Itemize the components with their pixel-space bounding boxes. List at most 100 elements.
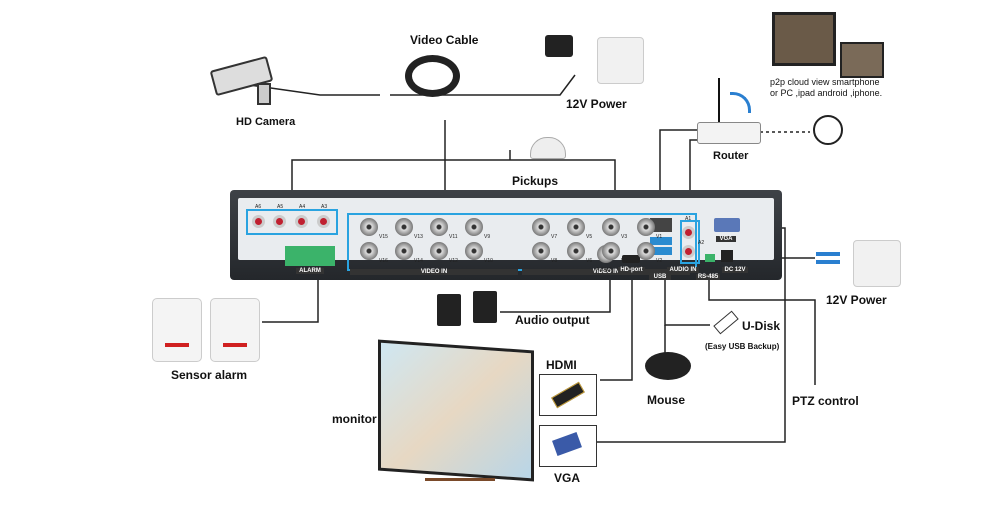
vga-port-label: VGA bbox=[716, 236, 736, 242]
cable-power-line bbox=[390, 74, 576, 96]
sensor-alarm-label: Sensor alarm bbox=[171, 368, 248, 382]
udisk-label: U-Disk bbox=[742, 319, 781, 333]
video-port-label: V4 bbox=[621, 258, 628, 264]
video-in-label: VIDEO IN bbox=[522, 269, 690, 275]
power-right-label: 12V Power bbox=[826, 293, 887, 307]
dc-power-icon bbox=[816, 242, 840, 272]
video-cable-coil-icon bbox=[405, 55, 460, 97]
audio-out-line bbox=[500, 268, 611, 313]
pc-screen-icon bbox=[772, 12, 836, 66]
video-port-label: V12 bbox=[449, 258, 458, 264]
port-label: A3 bbox=[321, 204, 328, 210]
port-label: A4 bbox=[299, 204, 306, 210]
usb-label: USB bbox=[649, 274, 671, 280]
video-port-label: V13 bbox=[414, 234, 423, 240]
camera-line bbox=[249, 84, 380, 96]
hdmi-cable-icon bbox=[539, 374, 597, 416]
video-port-label: V3 bbox=[621, 234, 628, 240]
video-port-label: V16 bbox=[379, 258, 388, 264]
video-in-bnc-port bbox=[532, 242, 550, 260]
video-in-bnc-port bbox=[360, 242, 378, 260]
video-cable-label: Video Cable bbox=[410, 33, 479, 47]
globe-icon bbox=[813, 115, 843, 145]
alarm-label: ALARM bbox=[296, 268, 324, 274]
cloud-text: p2p cloud view smartphone or PC ,ipad an… bbox=[770, 77, 882, 99]
vga-port bbox=[714, 218, 740, 232]
wifi-icon bbox=[730, 92, 751, 113]
audio-in-label: AUDIO IN bbox=[667, 267, 699, 273]
video-in-bnc-port bbox=[395, 218, 413, 236]
hd-camera-label: HD Camera bbox=[236, 116, 296, 128]
router-icon bbox=[697, 122, 761, 144]
audio-in-line bbox=[291, 159, 616, 205]
video-in-bnc-port bbox=[637, 218, 655, 236]
pir-sensor-icon bbox=[152, 298, 202, 362]
hdmi-port bbox=[622, 255, 640, 263]
hdport-label: HD-port bbox=[618, 267, 645, 273]
ethernet-port bbox=[650, 218, 672, 232]
video-in-bnc-port bbox=[567, 218, 585, 236]
video-port-label: V11 bbox=[449, 234, 458, 240]
video-in-bnc-port bbox=[602, 242, 620, 260]
hdmi-line bbox=[600, 268, 633, 381]
video-port-label: V10 bbox=[484, 258, 493, 264]
video-in-bnc-port bbox=[602, 218, 620, 236]
audio-in-a2-port bbox=[682, 245, 695, 258]
audio-in-port bbox=[317, 215, 330, 228]
rs485-label: RS-485 bbox=[696, 274, 720, 280]
speaker-icon bbox=[473, 291, 497, 323]
video-port-label: V1 bbox=[656, 234, 663, 240]
speaker-icon bbox=[437, 294, 461, 326]
monitor-label: monitor bbox=[332, 412, 377, 426]
audio-in-port bbox=[273, 215, 286, 228]
cloud-line-1: p2p cloud view smartphone bbox=[770, 77, 880, 87]
video-in-bnc-port bbox=[465, 218, 483, 236]
dvr-rear-panel: A6 A5 A4 A3 ALARM VIDEO IN VIDEO IN A-OU… bbox=[230, 190, 782, 280]
mouse-label: Mouse bbox=[647, 393, 686, 407]
audio-in-port bbox=[252, 215, 265, 228]
ptz-label: PTZ control bbox=[792, 394, 859, 408]
hdmi-label: HDMI bbox=[546, 358, 577, 372]
video-in-bnc-port bbox=[532, 218, 550, 236]
port-label: A6 bbox=[255, 204, 262, 210]
vga-label: VGA bbox=[554, 471, 581, 485]
audio-in-a1-a2-group bbox=[680, 220, 700, 264]
rs485-port bbox=[705, 254, 715, 262]
video-port-label: V7 bbox=[551, 234, 558, 240]
monitor-icon bbox=[378, 339, 534, 482]
power-adapter-icon bbox=[545, 35, 573, 57]
hd-camera-icon bbox=[209, 55, 282, 105]
video-port-label: V2 bbox=[656, 258, 663, 264]
video-in-bnc-port bbox=[430, 218, 448, 236]
alarm-line bbox=[262, 278, 319, 323]
tablet-icon bbox=[840, 42, 884, 78]
pir-sensor-icon bbox=[210, 298, 260, 362]
router-antenna-icon bbox=[718, 78, 720, 122]
video-in-bnc-port bbox=[637, 242, 655, 260]
mouse-icon bbox=[645, 352, 691, 380]
video-in-bnc-port bbox=[360, 218, 378, 236]
aout-label: A-OUT bbox=[596, 267, 612, 273]
usb-port bbox=[650, 237, 672, 245]
video-in-label: VIDEO IN bbox=[350, 269, 518, 275]
power-socket-icon bbox=[597, 37, 644, 84]
audio-in-port bbox=[295, 215, 308, 228]
video-in-bnc-port bbox=[465, 242, 483, 260]
alarm-terminal-block bbox=[285, 246, 335, 266]
video-port-label: V14 bbox=[414, 258, 423, 264]
video-in-bnc-port bbox=[395, 242, 413, 260]
cloud-line-2: or PC ,ipad android ,iphone. bbox=[770, 88, 883, 98]
router-line-1 bbox=[659, 129, 700, 210]
video-port-label: V8 bbox=[551, 258, 558, 264]
pickups-label: Pickups bbox=[512, 174, 559, 188]
video-in-bnc-port bbox=[567, 242, 585, 260]
audio-output-label: Audio output bbox=[515, 313, 590, 327]
vga-cable-icon bbox=[539, 425, 597, 467]
audio-in-group bbox=[246, 209, 338, 235]
a2-label: A2 bbox=[698, 240, 705, 246]
dc-power-port bbox=[721, 250, 733, 262]
dc12v-label: DC 12V bbox=[722, 267, 748, 273]
power-socket-right-icon bbox=[853, 240, 901, 287]
monitor-stand-icon bbox=[425, 478, 495, 481]
